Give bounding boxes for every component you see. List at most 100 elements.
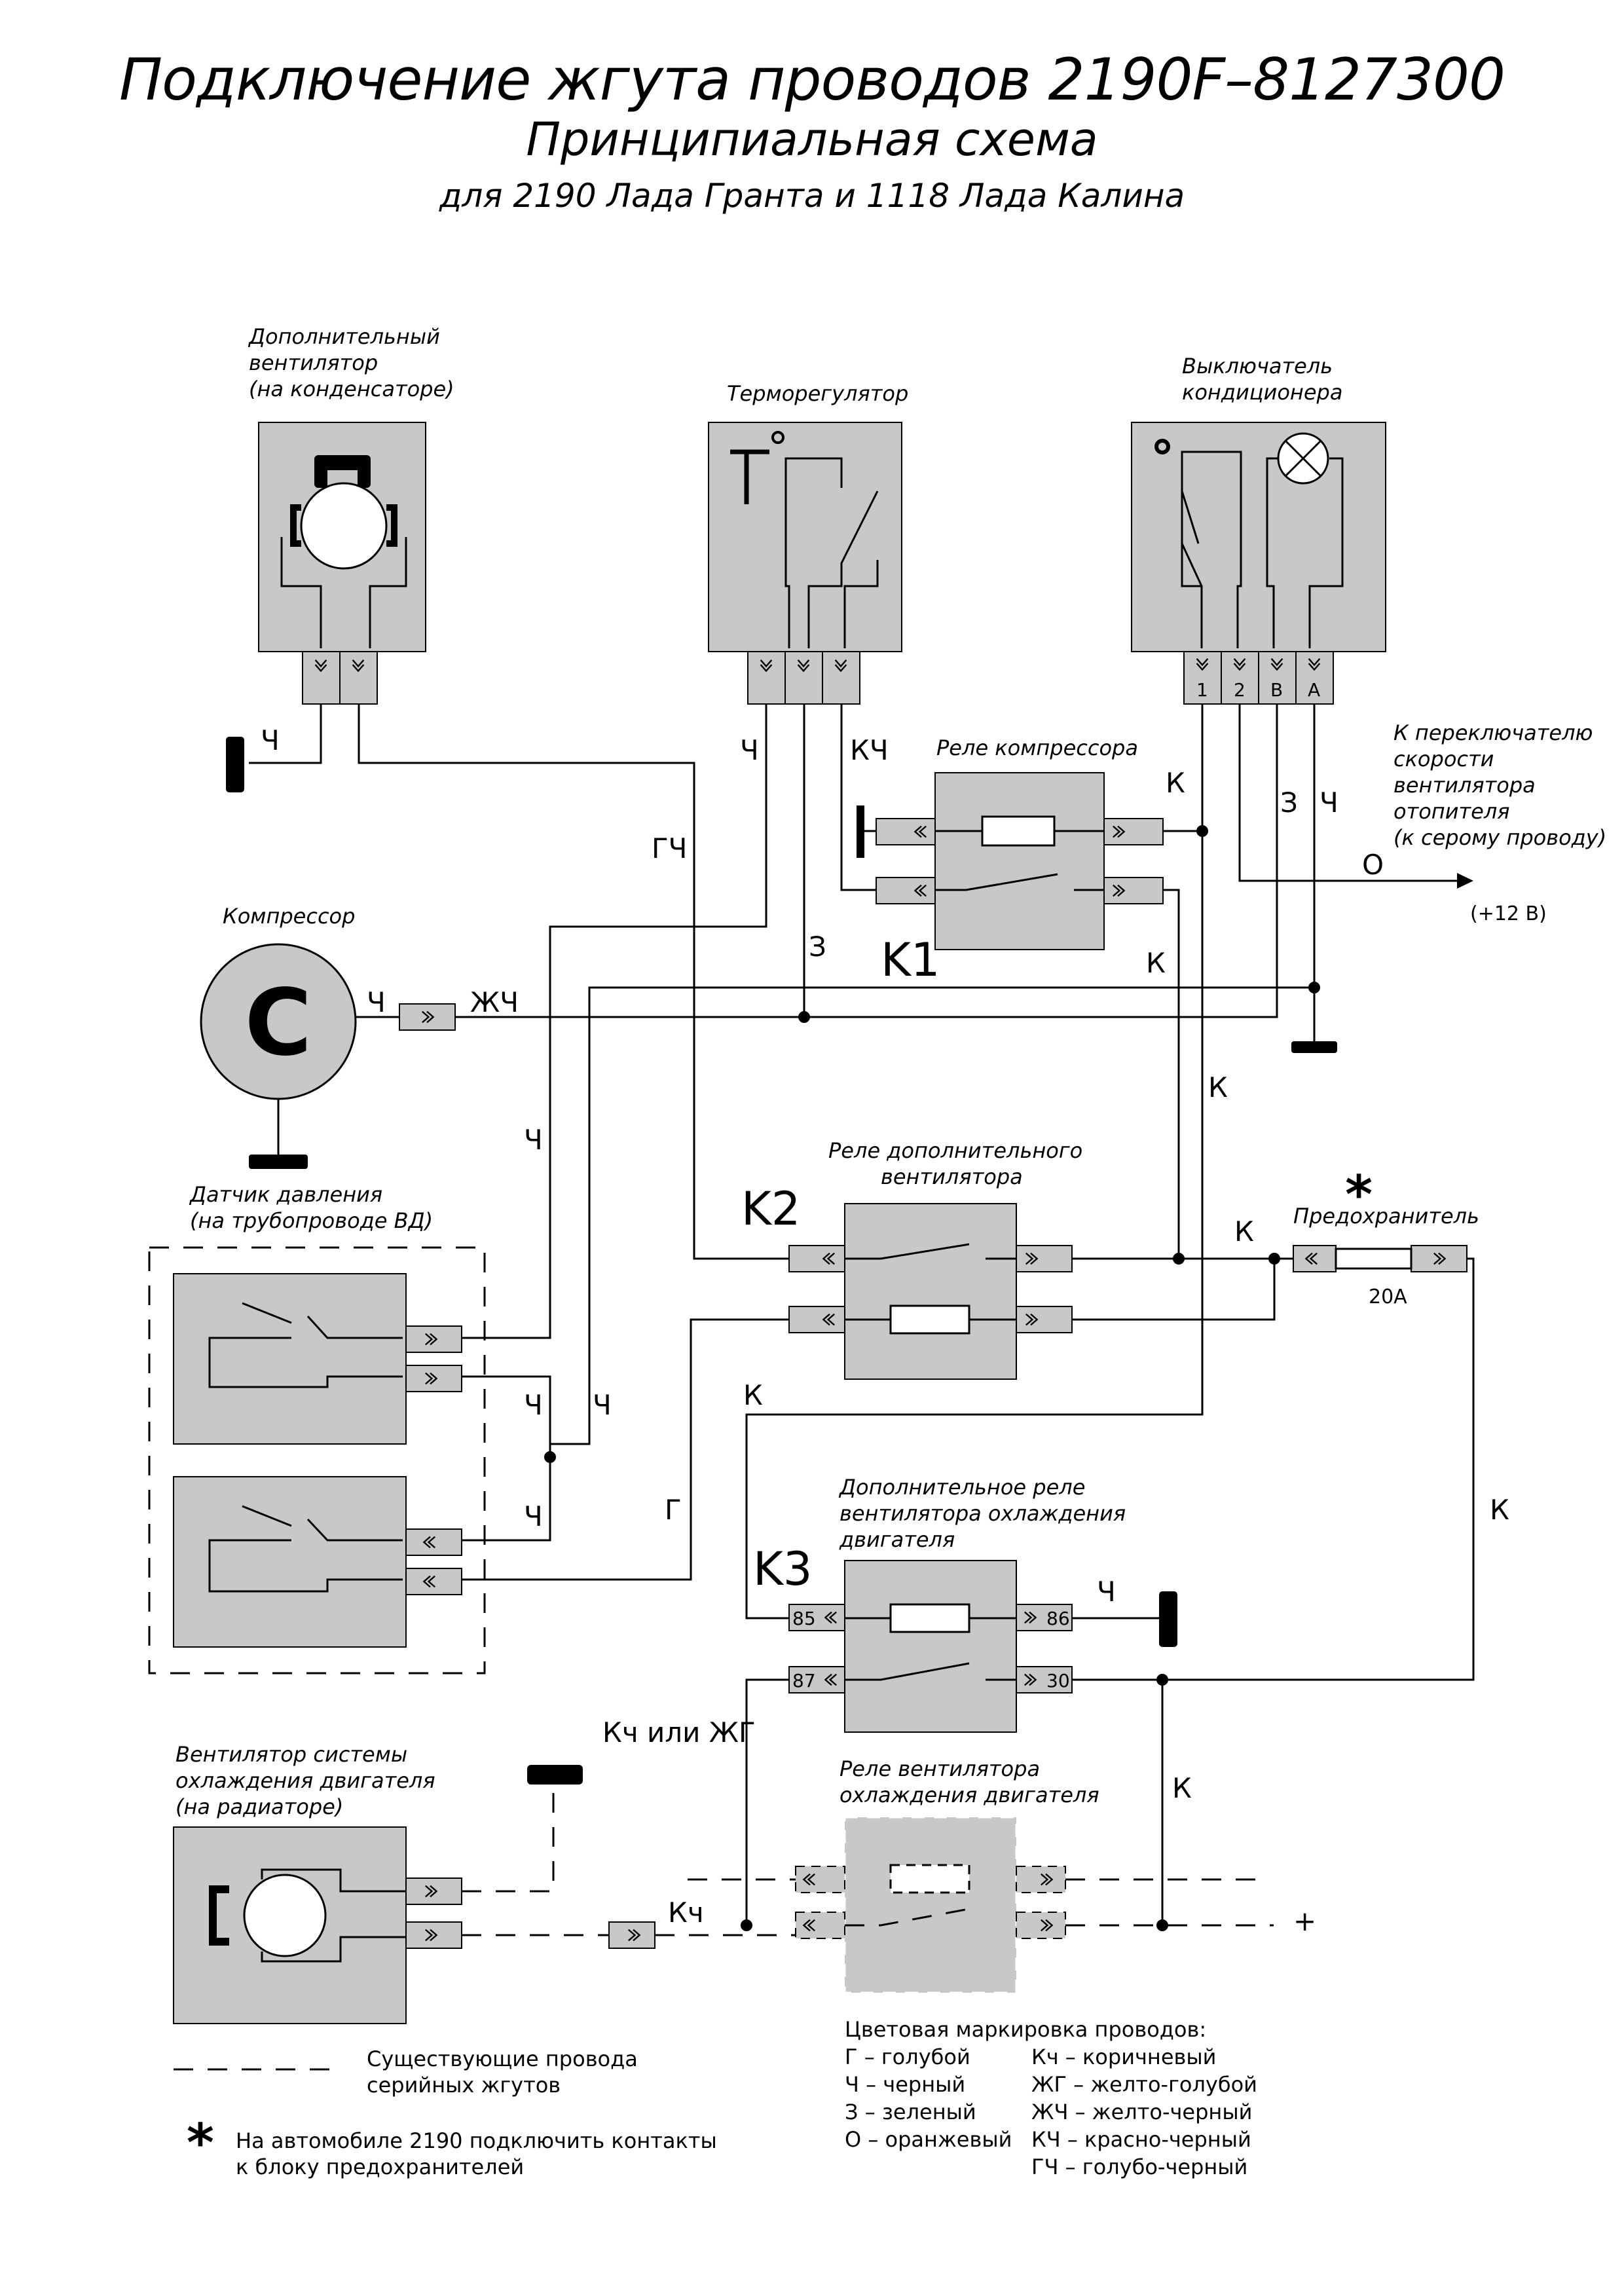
wire-label: Ч (261, 724, 280, 756)
wire-label: К (1146, 947, 1166, 979)
color-legend-item: Кч – коричневый (1031, 2044, 1216, 2069)
pressure-sensor-label-2: (на трубопроводе ВД) (190, 1208, 433, 1233)
ac-pin-v: В (1270, 679, 1283, 701)
color-legend-item: Г – голубой (845, 2044, 970, 2069)
pressure-sensor: Датчик давления (на трубопроводе ВД) (148, 1182, 486, 1674)
wire-label: К (1490, 1494, 1509, 1526)
heater-note-4: отопителя (1393, 799, 1510, 824)
legend: Существующие провода серийных жгутов * Н… (187, 2017, 1257, 2179)
wire-label: Кч или ЖГ (602, 1716, 756, 1748)
wire-label: Ч (524, 1500, 543, 1532)
wire-label: Ч (1097, 1576, 1116, 1608)
aux-fan-label-2: вентилятор (249, 350, 378, 375)
cooling-relay-label-2: охлаждения двигателя (840, 1783, 1099, 1807)
aux-fan-relay: Реле дополнительного вентилятора K2 (741, 1138, 1082, 1380)
color-legend-item: ЖГ – желто-голубой (1031, 2072, 1257, 2097)
wire-label: ГЧ (652, 832, 687, 864)
heater-note-2: скорости (1393, 747, 1494, 771)
color-legend-item: КЧ – красно-черный (1031, 2127, 1251, 2152)
note-asterisk-icon: * (187, 2113, 214, 2174)
wire-label: Кч (668, 1896, 704, 1929)
heater-note-1: К переключателю (1393, 720, 1593, 745)
aux-cooling-relay-label-2: вентилятора охлаждения (840, 1501, 1126, 1526)
wire-label: Ч (593, 1389, 612, 1421)
color-legend-title: Цветовая маркировка проводов: (845, 2017, 1206, 2042)
asterisk-icon: * (1345, 1164, 1373, 1225)
wire-label: К (1208, 1071, 1228, 1103)
page-models: для 2190 Лада Гранта и 1118 Лада Калина (439, 177, 1185, 215)
wire-label: О (1362, 849, 1384, 881)
fuse: * Предохранитель 20А (1293, 1164, 1479, 1308)
ac-switch-label-1: Выключатель (1182, 354, 1333, 379)
legend-existing-1: Существующие провода (367, 2046, 638, 2071)
wire-label: К (743, 1379, 763, 1411)
color-legend-item: ЖЧ – желто-черный (1031, 2100, 1252, 2124)
cooling-fan: Вентилятор системы охлаждения двигателя … (173, 1742, 462, 2024)
heater-note-5: (к серому проводу) (1393, 825, 1606, 850)
wire-label: Ч (1320, 786, 1338, 819)
cooling-relay-label-1: Реле вентилятора (840, 1756, 1040, 1781)
aux-fan: Дополнительный вентилятор (на конденсато… (248, 324, 454, 705)
k3-pin-86: 86 (1046, 1608, 1070, 1629)
pressure-sensor-label-1: Датчик давления (189, 1182, 382, 1207)
wire-label: К (1172, 1772, 1192, 1804)
ac-pin-1: 1 (1196, 679, 1208, 701)
wire-label: Ч (740, 734, 759, 766)
legend-note-1: На автомобиле 2190 подключить контакты (236, 2128, 717, 2153)
relay-tag-k3: K3 (753, 1542, 812, 1596)
aux-cooling-relay-label-1: Дополнительное реле (838, 1475, 1085, 1500)
wire-labels: Ч ГЧ Ч КЧ К З Ч О З К К Ч ЖЧ Ч К К Ч Ч Ч… (261, 724, 1509, 1937)
fuse-rating: 20А (1369, 1286, 1407, 1308)
page-title: Подключение жгута проводов 2190F–8127300 (119, 46, 1505, 113)
wire-label: З (809, 931, 826, 963)
k3-pin-30: 30 (1046, 1670, 1070, 1692)
color-legend-item: О – оранжевый (845, 2127, 1012, 2152)
aux-cooling-relay: Дополнительное реле вентилятора охлажден… (753, 1475, 1126, 1733)
legend-existing-2: серийных жгутов (367, 2073, 561, 2098)
wire-label: К (1234, 1215, 1254, 1248)
legend-note-2: к блоку предохранителей (236, 2155, 524, 2179)
wire-label: Ч (524, 1389, 543, 1421)
plus12-label: (+12 В) (1470, 902, 1547, 925)
compressor-relay: Реле компрессора K1 (876, 735, 1164, 987)
wire-label: К (1166, 767, 1185, 799)
aux-cooling-relay-label-3: двигателя (839, 1527, 955, 1552)
cooling-fan-relay: Реле вентилятора охлаждения двигателя (795, 1756, 1099, 1994)
heater-note-3: вентилятора (1393, 773, 1536, 798)
color-legend-item: З – зеленый (845, 2100, 976, 2124)
ac-pin-2: 2 (1234, 679, 1246, 701)
aux-fan-label-3: (на конденсаторе) (249, 377, 454, 401)
k3-pin-85: 85 (792, 1608, 816, 1629)
compressor-relay-label: Реле компрессора (936, 735, 1138, 760)
snowflake-icon (1154, 439, 1170, 454)
wire-label: Ч (367, 986, 386, 1018)
relay-tag-k2: K2 (741, 1182, 800, 1236)
existing-wires (174, 1765, 1274, 2071)
color-legend-item: ГЧ – голубо-черный (1031, 2155, 1247, 2179)
aux-fan-label-1: Дополнительный (248, 324, 440, 349)
heater-note: К переключателю скорости вентилятора ото… (1393, 720, 1606, 925)
wires (226, 704, 1475, 1931)
wire-label: З (1280, 786, 1298, 819)
k3-pin-87: 87 (792, 1670, 816, 1692)
cooling-fan-label-1: Вентилятор системы (175, 1742, 407, 1767)
fuse-label: Предохранитель (1293, 1204, 1479, 1229)
page-subtitle: Принципиальная схема (526, 113, 1098, 166)
compressor-label: Компрессор (223, 904, 355, 929)
cooling-fan-label-2: охлаждения двигателя (175, 1768, 435, 1793)
ac-switch-label-2: кондиционера (1182, 380, 1342, 405)
wire-label: ЖЧ (470, 986, 519, 1018)
compressor-letter: C (245, 970, 312, 1077)
thermostat-label: Терморегулятор (727, 381, 908, 406)
wire-label: Г (665, 1494, 682, 1526)
relay-tag-k1: K1 (881, 933, 940, 987)
color-legend-item: Ч – черный (845, 2072, 965, 2097)
aux-fan-relay-label-1: Реле дополнительного (828, 1138, 1082, 1163)
aux-fan-relay-label-2: вентилятора (881, 1164, 1023, 1189)
cooling-fan-label-3: (на радиаторе) (175, 1794, 343, 1819)
ac-pin-a: А (1308, 679, 1320, 701)
thermostat: Терморегулятор (708, 381, 908, 705)
ac-switch: Выключатель кондиционера 1 2 В А (1131, 354, 1386, 705)
wire-label: КЧ (850, 734, 889, 766)
